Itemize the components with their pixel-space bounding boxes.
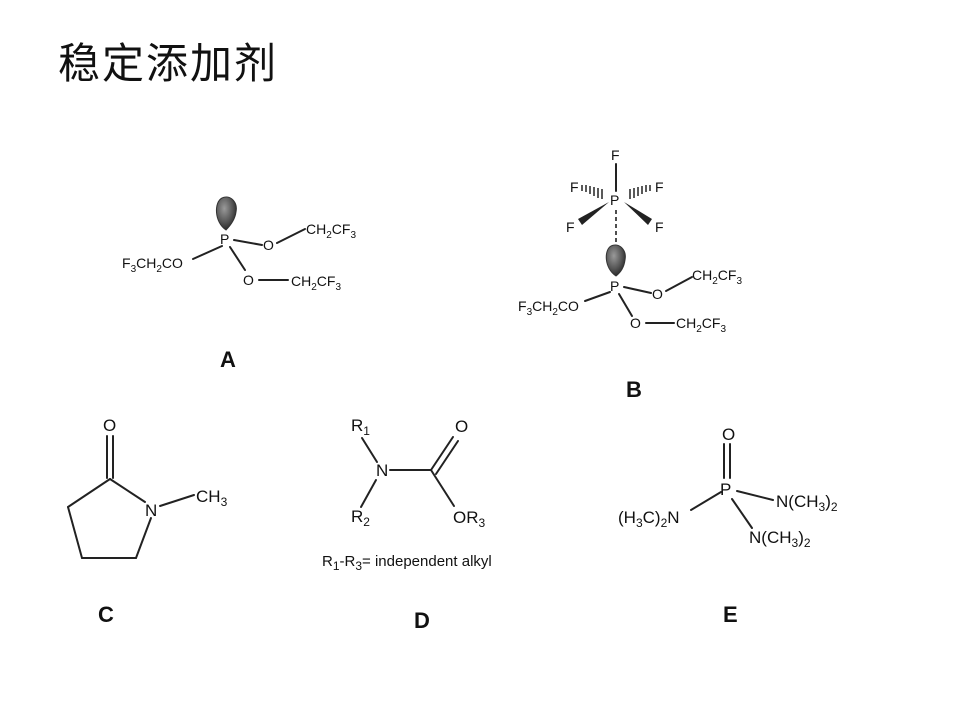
atom-f-ll-b: F: [566, 219, 575, 235]
atom-f-top-b: F: [611, 147, 620, 163]
atom-p-e: P: [720, 480, 731, 499]
ch2cf3-top-a: CH2CF3: [306, 221, 356, 241]
molecule-b: F P F F F F P O CH2CF3 F3CH2CO O CH2CF3 …: [518, 147, 742, 402]
atom-o-top-b: O: [652, 286, 663, 302]
atom-p-a: P: [220, 231, 229, 247]
molecule-c: O N CH3 C: [67, 416, 228, 627]
ch2cf3-bottom-a: CH2CF3: [291, 273, 341, 293]
ch2cf3-bottom-b: CH2CF3: [676, 315, 726, 335]
f3ch2co-b: F3CH2CO: [518, 298, 579, 318]
wedge-ll-b: [578, 202, 609, 225]
f3ch2co-a: F3CH2CO: [122, 255, 183, 275]
or3-d: OR3: [453, 508, 486, 530]
wedge-lr-b: [624, 202, 652, 225]
atom-n-c: N: [145, 501, 157, 520]
r2-d: R2: [351, 507, 370, 529]
label-a: A: [220, 347, 236, 372]
atom-f-ul-b: F: [570, 179, 579, 195]
atom-o-bottom-b: O: [630, 315, 641, 331]
lone-pair-lobe-a: [216, 196, 237, 231]
label-d: D: [414, 608, 430, 633]
atom-o-c: O: [103, 416, 116, 435]
molecule-e: O P N(CH3)2 (H3C)2N N(CH3)2 E: [618, 425, 838, 627]
n-right-top-e: N(CH3)2: [776, 492, 838, 514]
page-title: 稳定添加剂: [58, 39, 279, 88]
molecule-a: P O CH2CF3 F3CH2CO O CH2CF3 A: [122, 196, 356, 372]
molecule-d: R1 N R2 O OR3 R1-R3= independent alkyl D: [322, 416, 492, 633]
atom-o-top-a: O: [263, 237, 274, 253]
atom-p-bottom-b: P: [610, 278, 619, 294]
label-b: B: [626, 377, 642, 402]
lone-pair-lobe-b: [605, 244, 626, 277]
ch3-c: CH3: [196, 487, 228, 509]
n-right-bottom-e: N(CH3)2: [749, 528, 811, 550]
atom-o-e: O: [722, 425, 735, 444]
ch2cf3-top-b: CH2CF3: [692, 267, 742, 287]
label-e: E: [723, 602, 738, 627]
atom-f-ur-b: F: [655, 179, 664, 195]
atom-p-top-b: P: [610, 192, 619, 208]
alkyl-note-d: R1-R3= independent alkyl: [322, 553, 492, 573]
atom-o-d: O: [455, 417, 468, 436]
n-left-e: (H3C)2N: [618, 508, 680, 530]
atom-o-bottom-a: O: [243, 272, 254, 288]
r1-d: R1: [351, 416, 370, 438]
atom-f-lr-b: F: [655, 219, 664, 235]
atom-n-d: N: [376, 461, 388, 480]
label-c: C: [98, 602, 114, 627]
